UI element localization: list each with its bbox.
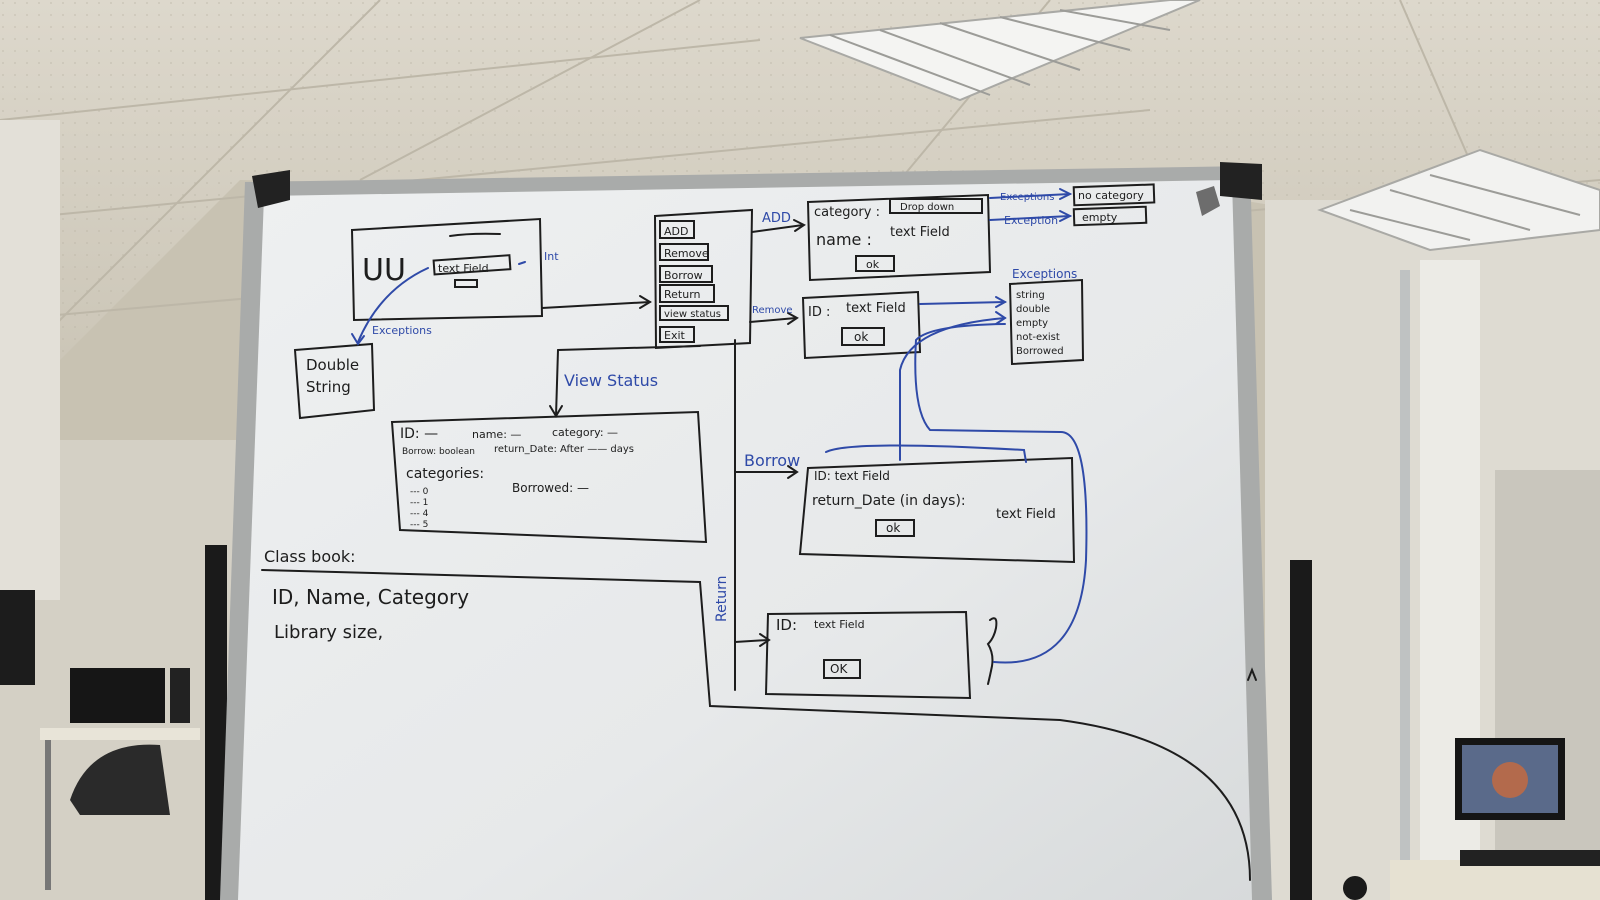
- add-panel-outline: [806, 193, 992, 282]
- status-borrowed: Borrowed: —: [512, 481, 589, 495]
- whiteboard-labels: UU text Field Double String ADD Remove B…: [264, 189, 1144, 676]
- text-field-box: [432, 254, 512, 276]
- add-category-label: category :: [814, 205, 880, 220]
- menu-item-add: ADD: [664, 225, 688, 238]
- status-return-date: return_Date: After —— days: [494, 444, 634, 455]
- exception-type-2: String: [306, 378, 351, 396]
- menu-item-view-status: view status: [664, 309, 721, 320]
- ceiling-light: [799, 0, 1201, 102]
- borrow-id-line: ID: text Field: [814, 469, 890, 483]
- exceptions-list-title: Exceptions: [1012, 267, 1077, 281]
- menu-item-return: Return: [664, 288, 701, 301]
- exception-item-empty: empty: [1016, 318, 1048, 329]
- status-category: category: —: [552, 426, 618, 439]
- view-status-arrow-label: View Status: [564, 371, 658, 390]
- add-arrow-label: ADD: [762, 211, 791, 226]
- remove-ok-button-label: ok: [854, 330, 868, 344]
- menu-item-exit: Exit: [664, 329, 686, 342]
- int-note: Int: [544, 250, 559, 263]
- exception-connectors: [351, 188, 1088, 664]
- login-field-label: text Field: [438, 262, 489, 275]
- exceptions-list-box: [1008, 278, 1085, 366]
- exception-item-not-exist: not-exist: [1016, 332, 1060, 343]
- view-status-panel-outline: [390, 410, 708, 544]
- add-exceptions-label: Exceptions: [1000, 192, 1054, 203]
- add-name-label: name :: [816, 230, 872, 249]
- whiteboard-stand: [205, 545, 1367, 900]
- remove-arrow-label: Remove: [752, 305, 793, 316]
- menu-item-remove: Remove: [664, 247, 709, 260]
- class-book-fields: ID, Name, Category: [272, 585, 469, 609]
- menu-column-outline: [653, 208, 754, 350]
- add-ok-button-label: ok: [866, 258, 880, 271]
- login-exceptions-label: Exceptions: [372, 324, 432, 337]
- class-book-title: Class book:: [264, 547, 356, 566]
- remove-panel-outline: [801, 290, 922, 360]
- borrow-arrow-label: Borrow: [744, 451, 800, 470]
- add-name-control: text Field: [890, 225, 950, 240]
- status-category-1: --- 1: [410, 498, 428, 508]
- borrow-ok-button-label: ok: [886, 521, 900, 535]
- status-category-5: --- 5: [410, 520, 428, 530]
- return-id-control: text Field: [814, 618, 865, 631]
- whiteboard-blue-labels: Int Exceptions ADD Exceptions Exception …: [372, 192, 1077, 622]
- background-desks: [0, 590, 1600, 900]
- remove-id-label: ID :: [808, 305, 830, 320]
- add-exception-label: Exception: [1004, 214, 1058, 227]
- status-category-0: --- 0: [410, 487, 429, 497]
- status-id: ID: —: [400, 426, 438, 442]
- add-exception-value-1: no category: [1078, 189, 1144, 202]
- status-categories-label: categories:: [406, 466, 484, 482]
- borrow-return-label: return_Date (in days):: [812, 493, 966, 509]
- return-arrow-label: Return: [714, 576, 730, 622]
- status-name: name: —: [472, 428, 521, 441]
- app-logo-text: UU: [362, 253, 406, 288]
- borrow-return-control: text Field: [996, 507, 1056, 522]
- exception-item-string: string: [1016, 290, 1045, 301]
- return-id-label: ID:: [776, 616, 797, 634]
- whiteboard-sketch: [261, 183, 1257, 881]
- return-ok-button-label: OK: [830, 662, 848, 676]
- exception-item-double: double: [1016, 304, 1050, 315]
- add-category-control: Drop down: [900, 202, 954, 213]
- whiteboard: [220, 162, 1272, 900]
- status-borrow: Borrow: boolean: [402, 447, 475, 457]
- exception-types-box: [293, 342, 376, 420]
- add-exception-value-2: empty: [1082, 211, 1118, 224]
- login-window-outline: [350, 217, 544, 322]
- status-category-4: --- 4: [410, 509, 429, 519]
- ceiling-light: [1317, 148, 1600, 252]
- return-panel-outline: [764, 610, 972, 700]
- class-book-library-size: Library size,: [274, 622, 383, 643]
- exception-item-borrowed: Borrowed: [1016, 346, 1064, 357]
- exception-type-1: Double: [306, 356, 359, 374]
- menu-item-borrow: Borrow: [664, 269, 703, 282]
- borrow-panel-outline: [798, 456, 1076, 564]
- remove-id-control: text Field: [846, 301, 906, 316]
